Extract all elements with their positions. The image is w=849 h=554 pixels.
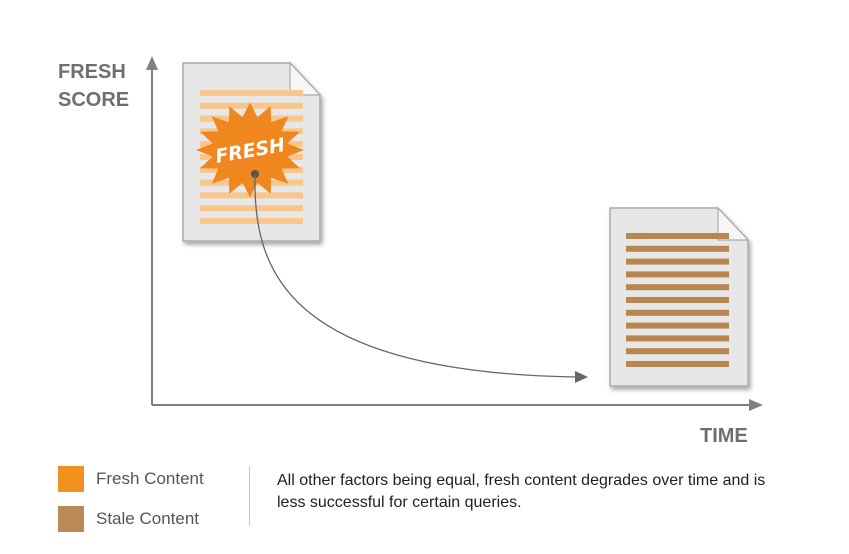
legend-label-fresh: Fresh Content (96, 469, 204, 488)
stale-document-text-line (626, 348, 729, 355)
stale-document-text-line (626, 309, 729, 316)
stale-document-text-line (626, 245, 729, 252)
x-axis-arrowhead (749, 399, 763, 411)
fresh-document-fold (289, 61, 322, 96)
stale-document-text-line (626, 361, 729, 367)
legend-item-stale: Stale Content (58, 499, 204, 539)
decay-curve-arrowhead (575, 371, 588, 383)
y-axis (146, 56, 158, 405)
y-axis-label: FRESH SCORE (58, 58, 129, 114)
stale-document-text-line (626, 297, 729, 303)
legend: Fresh Content Stale Content (58, 459, 204, 539)
fresh-document-text-line (200, 192, 303, 199)
stale-document-text-line (626, 322, 729, 329)
stale-document-lines (626, 233, 729, 367)
stale-document-text-line (626, 233, 729, 239)
stale-document-text-line (626, 335, 729, 342)
stale-content-swatch (58, 506, 84, 532)
y-axis-label-line1: FRESH (58, 61, 126, 83)
fresh-starburst-shape (196, 102, 304, 198)
stale-document-text-line (626, 284, 729, 291)
fresh-document-text-line (200, 90, 303, 96)
caption-text: All other factors being equal, fresh con… (277, 472, 766, 511)
fresh-document: FRESH (182, 61, 322, 242)
stale-document-text-line (626, 258, 729, 265)
y-axis-arrowhead (146, 56, 158, 70)
fresh-document-text-line (200, 218, 303, 224)
decay-curve (254, 173, 576, 378)
fresh-document-text-line (200, 205, 303, 212)
x-axis-label: TIME (700, 425, 748, 447)
legend-item-fresh: Fresh Content (58, 459, 204, 499)
legend-label-stale: Stale Content (96, 509, 200, 528)
fresh-content-swatch (58, 466, 84, 492)
y-axis-label-line2: SCORE (58, 89, 130, 111)
fresh-starburst: FRESH (196, 102, 304, 198)
stale-document-fold (717, 206, 750, 241)
stale-document-text-line (626, 271, 729, 278)
stale-document (609, 206, 750, 387)
x-axis (152, 399, 763, 411)
caption-divider (249, 466, 250, 526)
